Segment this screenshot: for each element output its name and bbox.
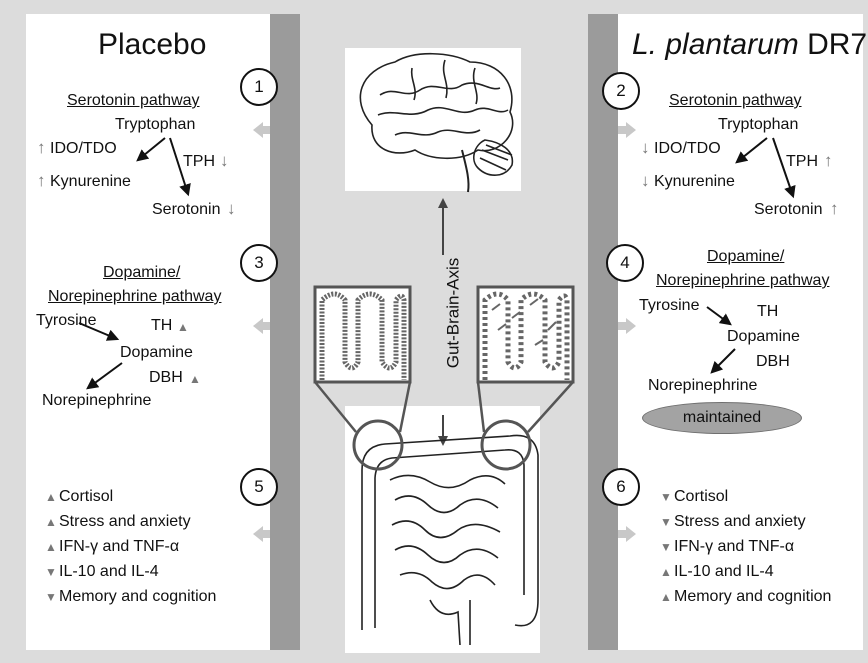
gut-box (345, 406, 540, 653)
dr7-dopamine: Dopamine (727, 328, 800, 345)
dr7-dopamine-header-2: Norepinephrine pathway (656, 272, 830, 289)
villi-damage-marks (491, 298, 557, 346)
placebo-ido: IDO/TDO (50, 140, 117, 157)
marker-3: 3 (240, 244, 278, 282)
dr7-title-species: L. plantarum (632, 28, 799, 61)
dr7-ido-down-icon: ↓ (641, 138, 650, 157)
dr7-th: TH (757, 303, 779, 320)
dr7-title: L. plantarum DR7 (632, 28, 867, 62)
placebo-dbh-up-icon: ▲ (189, 372, 201, 386)
placebo-dbh: DBH (149, 369, 183, 386)
marker-6: 6 (602, 468, 640, 506)
dr7-bar (588, 14, 618, 650)
up-arrow-icon: ▲ (45, 490, 57, 504)
dr7-serotonin-up-icon: ↑ (830, 199, 839, 218)
placebo-tyrosine: Tyrosine (36, 312, 97, 329)
dr7-dopamine-header-1: Dopamine/ (707, 248, 785, 265)
placebo-kynurenine-up-icon: ↑ (37, 171, 46, 190)
dr7-outcomes-list: ▼Cortisol▼Stress and anxiety▼IFN-γ and T… (660, 484, 831, 609)
dr7-outcome-text: Cortisol (674, 488, 729, 505)
down-arrow-icon: ▼ (660, 490, 672, 504)
dr7-outcome-item: ▼IFN-γ and TNF-α (660, 534, 831, 559)
up-arrow-icon: ▲ (45, 540, 57, 554)
gut-brain-axis-label: Gut-Brain-Axis (443, 251, 463, 375)
down-arrow-icon: ▼ (660, 515, 672, 529)
dr7-panel (618, 14, 863, 650)
dr7-outcome-item: ▼Cortisol (660, 484, 831, 509)
up-arrow-icon: ▲ (660, 590, 672, 604)
placebo-outcome-item: ▲Cortisol (45, 484, 216, 509)
placebo-outcome-text: Memory and cognition (59, 588, 217, 605)
placebo-outcome-item: ▲IFN-γ and TNF-α (45, 534, 216, 559)
marker-4: 4 (606, 244, 644, 282)
placebo-outcome-text: Stress and anxiety (59, 513, 191, 530)
placebo-outcome-item: ▲Stress and anxiety (45, 509, 216, 534)
dr7-serotonin-header: Serotonin pathway (669, 92, 802, 109)
villi-healthy-icon (319, 291, 407, 380)
placebo-serotonin-header: Serotonin pathway (67, 92, 200, 109)
dr7-norepinephrine: Norepinephrine (648, 377, 758, 394)
dr7-kynurenine: Kynurenine (654, 173, 735, 190)
placebo-outcome-text: IL-10 and IL-4 (59, 563, 159, 580)
down-arrow-icon: ▼ (660, 540, 672, 554)
brain-box (345, 48, 521, 191)
villi-damaged-icon (482, 291, 570, 380)
placebo-ido-up-icon: ↑ (37, 138, 46, 157)
dr7-kynurenine-down-icon: ↓ (641, 171, 650, 190)
dr7-outcome-text: Stress and anxiety (674, 513, 806, 530)
placebo-th-up-icon: ▲ (177, 320, 189, 334)
marker-2: 2 (602, 72, 640, 110)
placebo-tph: TPH (183, 153, 215, 170)
placebo-norepinephrine: Norepinephrine (42, 392, 152, 409)
dr7-serotonin: Serotonin (754, 201, 823, 218)
placebo-dopamine-header-1: Dopamine/ (103, 264, 181, 281)
dr7-outcome-item: ▲Memory and cognition (660, 584, 831, 609)
dr7-outcome-item: ▲IL-10 and IL-4 (660, 559, 831, 584)
dr7-tph-up-icon: ↑ (824, 151, 833, 170)
placebo-outcome-item: ▼IL-10 and IL-4 (45, 559, 216, 584)
dr7-tryptophan: Tryptophan (718, 116, 799, 133)
placebo-outcome-item: ▼Memory and cognition (45, 584, 216, 609)
dr7-ido: IDO/TDO (654, 140, 721, 157)
placebo-tph-down-icon: ↓ (220, 151, 229, 170)
maintained-badge: maintained (642, 402, 802, 434)
dr7-outcome-text: IFN-γ and TNF-α (674, 538, 795, 555)
dr7-tyrosine: Tyrosine (639, 297, 700, 314)
dr7-dbh: DBH (756, 353, 790, 370)
marker-1: 1 (240, 68, 278, 106)
placebo-panel (26, 14, 271, 650)
up-arrow-icon: ▲ (45, 515, 57, 529)
marker-5: 5 (240, 468, 278, 506)
dr7-title-strain: DR7 (798, 28, 868, 61)
placebo-dopamine: Dopamine (120, 344, 193, 361)
placebo-bar (270, 14, 300, 650)
villi-healthy-box (313, 285, 412, 384)
dr7-outcome-item: ▼Stress and anxiety (660, 509, 831, 534)
placebo-title: Placebo (98, 28, 207, 61)
placebo-serotonin-down-icon: ↓ (227, 199, 236, 218)
placebo-outcome-text: Cortisol (59, 488, 114, 505)
placebo-th: TH (151, 317, 173, 334)
villi-damaged-box (476, 285, 575, 384)
placebo-outcome-text: IFN-γ and TNF-α (59, 538, 180, 555)
down-arrow-icon: ▼ (45, 565, 57, 579)
dr7-outcome-text: IL-10 and IL-4 (674, 563, 774, 580)
dr7-outcome-text: Memory and cognition (674, 588, 832, 605)
placebo-serotonin: Serotonin (152, 201, 221, 218)
dr7-tph: TPH (786, 153, 818, 170)
up-arrow-icon: ▲ (660, 565, 672, 579)
placebo-tryptophan: Tryptophan (115, 116, 196, 133)
placebo-outcomes-list: ▲Cortisol▲Stress and anxiety▲IFN-γ and T… (45, 484, 216, 609)
down-arrow-icon: ▼ (45, 590, 57, 604)
placebo-dopamine-header-2: Norepinephrine pathway (48, 288, 222, 305)
placebo-kynurenine: Kynurenine (50, 173, 131, 190)
